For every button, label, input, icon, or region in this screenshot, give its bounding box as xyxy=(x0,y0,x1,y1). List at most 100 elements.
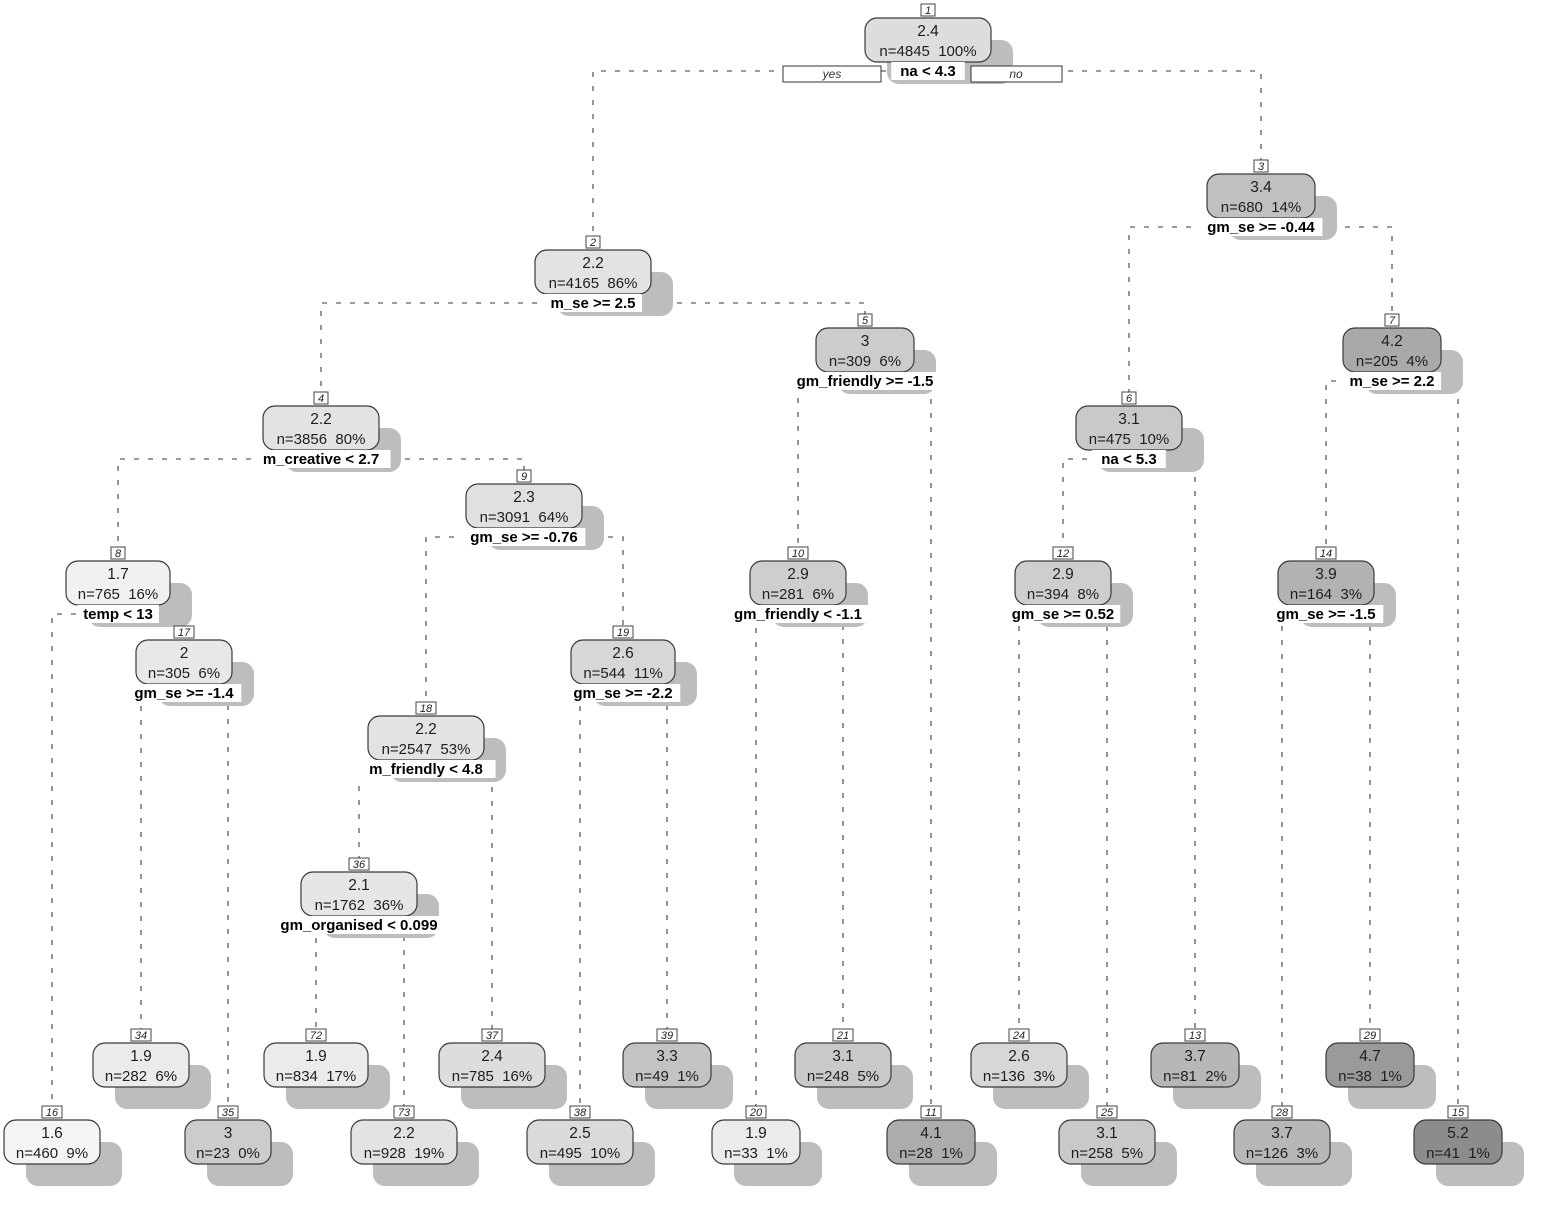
node-count: n=23 0% xyxy=(196,1145,260,1162)
node-count: n=834 17% xyxy=(276,1068,357,1085)
tree-node-28: 283.7n=126 3% xyxy=(1233,1105,1352,1186)
node-count: n=544 11% xyxy=(583,665,662,682)
node-id: 9 xyxy=(521,471,527,483)
node-id-box xyxy=(393,1105,415,1119)
node-id-box xyxy=(1052,546,1074,560)
node-id: 29 xyxy=(1363,1030,1376,1042)
node-id: 6 xyxy=(1126,393,1133,405)
node-count: n=765 16% xyxy=(78,586,159,603)
node-id: 17 xyxy=(178,627,191,639)
yes-label-box xyxy=(782,65,882,83)
tree-node-8: 81.7n=765 16%temp < 13 xyxy=(65,546,192,627)
node-count: n=495 10% xyxy=(540,1145,621,1162)
edge-4-9 xyxy=(321,458,525,470)
node-id: 25 xyxy=(1100,1107,1114,1119)
tree-node-10: 102.9n=281 6%gm_friendly < -1.1 xyxy=(720,546,876,627)
tree-node-37: 372.4n=785 16% xyxy=(438,1028,567,1109)
node-count: n=248 5% xyxy=(807,1068,879,1085)
node-count: n=928 19% xyxy=(364,1145,445,1162)
tree-node-9: 92.3n=3091 64%gm_se >= -0.76 xyxy=(462,469,604,550)
node-box xyxy=(184,1119,272,1165)
tree-node-36: 362.1n=1762 36%gm_organised < 0.099 xyxy=(273,857,445,938)
node-box xyxy=(886,1119,976,1165)
split-rule: gm_se >= -1.4 xyxy=(134,685,234,702)
node-id-box xyxy=(41,1105,63,1119)
node-value: 2.3 xyxy=(513,489,535,506)
split-rule: gm_se >= -1.5 xyxy=(1276,606,1375,623)
split-rule: gm_friendly >= -1.5 xyxy=(797,373,934,390)
node-id: 4 xyxy=(318,393,324,405)
node-count: n=4845 100% xyxy=(879,43,976,60)
node-id-box xyxy=(415,701,437,715)
tree-node-34: 341.9n=282 6% xyxy=(92,1028,211,1109)
node-count: n=3091 64% xyxy=(480,509,569,526)
tree-node-12: 122.9n=394 8%gm_se >= 0.52 xyxy=(1005,546,1133,627)
split-rule: m_creative < 2.7 xyxy=(263,451,379,468)
split-rule: m_se >= 2.2 xyxy=(1349,373,1434,390)
node-id-box xyxy=(1271,1105,1293,1119)
node-box xyxy=(1325,1042,1415,1088)
nodes-layer: 12.4n=4845 100%na < 4.322.2n=4165 86%m_s… xyxy=(3,3,1524,1186)
node-count: n=460 9% xyxy=(16,1145,88,1162)
split-label-bg xyxy=(126,684,242,702)
node-value: 2.1 xyxy=(348,877,370,894)
node-value: 3.1 xyxy=(832,1048,854,1065)
split-rule: m_friendly < 4.8 xyxy=(369,761,483,778)
node-id: 15 xyxy=(1452,1107,1465,1119)
node-id: 34 xyxy=(135,1030,147,1042)
node-count: n=785 16% xyxy=(452,1068,533,1085)
split-label-bg xyxy=(77,605,159,623)
node-id: 21 xyxy=(836,1030,849,1042)
node-count: n=394 8% xyxy=(1027,586,1099,603)
split-rule: gm_organised < 0.099 xyxy=(280,917,437,934)
node-value: 3 xyxy=(861,333,870,350)
edge-17-35 xyxy=(184,692,229,1106)
tree-node-24: 242.6n=136 3% xyxy=(970,1028,1089,1109)
node-id: 36 xyxy=(353,859,366,871)
node-value: 2.4 xyxy=(917,23,939,40)
edge-4-8 xyxy=(117,458,321,547)
tree-node-13: 133.7n=81 2% xyxy=(1150,1028,1261,1109)
edge-19-39 xyxy=(623,692,668,1029)
split-rule: gm_se >= -0.44 xyxy=(1207,219,1315,236)
node-count: n=4165 86% xyxy=(549,275,638,292)
node-count: n=281 6% xyxy=(762,586,834,603)
node-id: 20 xyxy=(749,1107,763,1119)
split-rule: m_se >= 2.5 xyxy=(550,295,635,312)
split-rule: na < 4.3 xyxy=(900,63,955,80)
node-value: 3.7 xyxy=(1184,1048,1206,1065)
node-id: 39 xyxy=(661,1030,673,1042)
node-id-box xyxy=(920,3,936,17)
node-id-box xyxy=(745,1105,767,1119)
split-label-bg xyxy=(783,372,947,390)
node-count: n=41 1% xyxy=(1426,1145,1490,1162)
node-id: 38 xyxy=(574,1107,587,1119)
tree-node-21: 21 3.1 n=248 5% xyxy=(794,1028,913,1109)
node-value: 3.3 xyxy=(656,1048,678,1065)
node-value: 1.9 xyxy=(745,1125,767,1142)
node-value: 1.6 xyxy=(41,1125,63,1142)
node-count: n=475 10% xyxy=(1089,431,1170,448)
split-rule: gm_se >= 0.52 xyxy=(1012,606,1115,623)
split-label-bg xyxy=(1342,372,1442,390)
node-id-box xyxy=(1121,391,1137,405)
node-value: 2.9 xyxy=(787,566,809,583)
node-count: n=282 6% xyxy=(105,1068,177,1085)
node-count: n=38 1% xyxy=(1338,1068,1402,1085)
tree-node-16: 161.6n=460 9% xyxy=(3,1105,122,1186)
node-box xyxy=(263,1042,369,1088)
tree-node-15: 155.2n=41 1% xyxy=(1413,1105,1524,1186)
edge-8-16 xyxy=(51,613,118,1106)
split-rule: gm_friendly < -1.1 xyxy=(734,606,862,623)
node-id: 19 xyxy=(617,627,629,639)
node-value: 2 xyxy=(180,645,189,662)
split-label-bg xyxy=(891,62,965,80)
node-id-box xyxy=(1315,546,1337,560)
tree-node-11: 114.1n=28 1% xyxy=(886,1105,997,1186)
node-id: 1 xyxy=(925,5,931,17)
edge-6-12 xyxy=(1062,458,1129,547)
node-box xyxy=(794,1042,892,1088)
split-rule: temp < 13 xyxy=(83,606,153,623)
node-value: 1.7 xyxy=(107,566,129,583)
